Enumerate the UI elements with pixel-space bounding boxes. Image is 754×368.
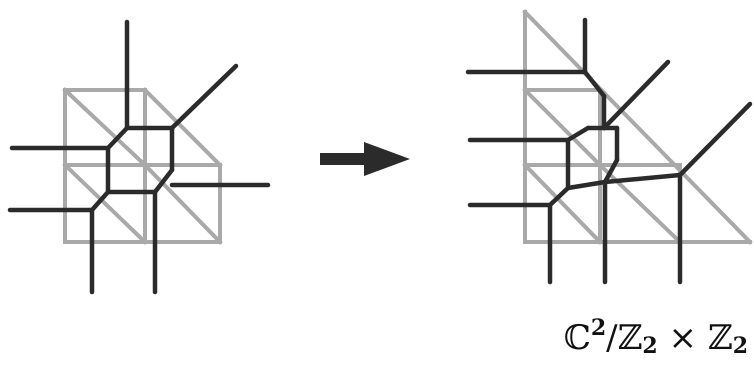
- diagram-canvas: [7, 9, 753, 295]
- transition-arrow: [320, 142, 410, 176]
- caption-group-a: ℤ: [617, 318, 643, 358]
- left-brane-web: [7, 19, 271, 295]
- caption-group-a-sub: 2: [642, 333, 658, 359]
- right-brane-web: [465, 17, 753, 285]
- caption-base: ℂ: [563, 318, 591, 358]
- left-toric-diagram: [62, 87, 223, 245]
- caption-times: ×: [668, 318, 698, 358]
- orbifold-caption: ℂ2/ℤ2 × ℤ2: [564, 306, 748, 368]
- caption-group-b-sub: 2: [732, 333, 748, 359]
- right-toric-diagram: [522, 9, 753, 245]
- caption-exponent: 2: [590, 315, 607, 341]
- caption-group-b: ℤ: [707, 318, 733, 358]
- caption-slash: /: [606, 318, 618, 358]
